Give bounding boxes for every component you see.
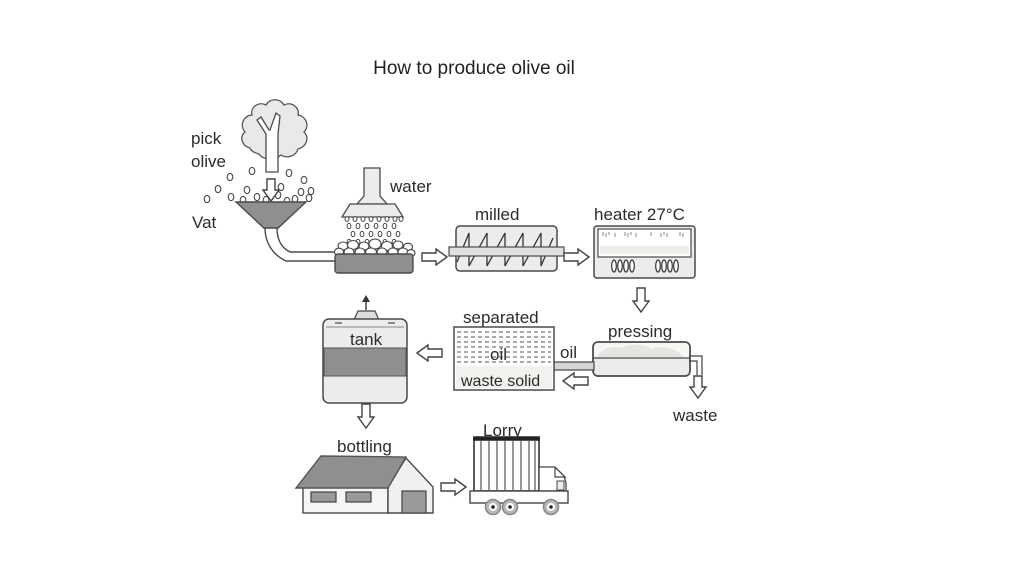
label-separated: separated bbox=[463, 308, 539, 327]
factory-door-icon bbox=[401, 490, 427, 514]
arrow-down-tree-to-vat bbox=[261, 178, 281, 203]
press-machine-icon bbox=[551, 341, 703, 377]
label-oil-pipe: oil bbox=[560, 343, 578, 362]
vat-funnel-icon bbox=[234, 201, 337, 262]
waste-pipe-icon bbox=[689, 355, 703, 375]
lorry-icon bbox=[469, 436, 569, 516]
arrow-right-tray-to-milled bbox=[421, 247, 449, 267]
label-waste-solid: waste solid bbox=[461, 373, 541, 390]
lorry-wheel-icon bbox=[484, 498, 502, 516]
olive-tree-icon bbox=[241, 99, 308, 173]
arrow-down-pressing-to-waste bbox=[688, 375, 708, 400]
arrow-down-tank-to-bottling bbox=[356, 403, 376, 430]
factory-window-icon bbox=[310, 491, 337, 503]
arrow-left-pressing-to-separator bbox=[561, 371, 589, 391]
arrow-right-bottling-to-lorry bbox=[440, 477, 468, 497]
label-lorry: Lorry bbox=[483, 421, 522, 440]
label-water: water bbox=[390, 177, 432, 196]
label-bottling: bottling bbox=[337, 437, 392, 456]
diagram-title: How to produce olive oil bbox=[373, 58, 575, 79]
label-waste: waste bbox=[673, 406, 718, 425]
label-heater: heater 27°C bbox=[594, 205, 685, 224]
arrow-left-separator-to-tank bbox=[415, 343, 443, 363]
label-pressing: pressing bbox=[608, 322, 673, 341]
arrow-down-heater-to-pressing bbox=[631, 287, 651, 314]
lorry-wheel-icon bbox=[542, 498, 560, 516]
label-milled: milled bbox=[475, 205, 520, 224]
label-separated-oil: oil bbox=[490, 345, 508, 364]
lorry-wheel-icon bbox=[501, 498, 519, 516]
bottling-factory-icon bbox=[294, 455, 434, 514]
heater-icon bbox=[593, 225, 696, 279]
separator-box-icon bbox=[453, 326, 555, 391]
label-vat: Vat bbox=[192, 213, 217, 232]
storage-tank-icon bbox=[322, 295, 408, 404]
factory-roof-icon bbox=[294, 455, 408, 489]
label-tank: tank bbox=[350, 330, 383, 349]
label-pick-olive: pick olive bbox=[191, 129, 226, 171]
arrow-right-milled-to-heater bbox=[563, 247, 591, 267]
factory-window-icon bbox=[345, 491, 372, 503]
olive-tray-icon bbox=[333, 238, 416, 274]
mill-machine-icon bbox=[448, 225, 565, 272]
